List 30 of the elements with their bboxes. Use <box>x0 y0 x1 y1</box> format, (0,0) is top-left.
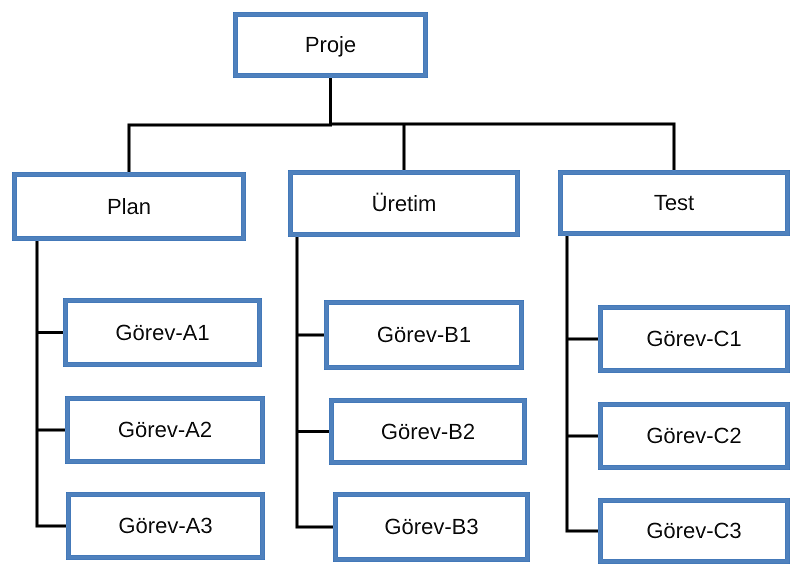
node-label: Proje <box>304 32 356 58</box>
node-box <box>66 492 265 560</box>
node-label: Üretim <box>372 190 436 216</box>
node-box <box>65 396 265 464</box>
connector-line <box>296 237 333 528</box>
node-label: Görev-A1 <box>115 320 210 346</box>
node-box <box>558 170 790 236</box>
node-box <box>12 172 246 241</box>
node-box <box>63 298 262 367</box>
node-box <box>288 170 520 237</box>
node-box <box>598 402 790 470</box>
node-label: Görev-C1 <box>646 326 742 352</box>
node-box <box>333 492 530 562</box>
node-box <box>598 305 790 373</box>
connector-line <box>329 78 676 170</box>
node-label: Görev-B3 <box>384 514 479 540</box>
connector-line <box>566 236 598 532</box>
node-label: Görev-B2 <box>380 418 476 444</box>
node-label: Görev-B1 <box>376 322 472 348</box>
node-label: Görev-A2 <box>118 417 212 443</box>
node-box <box>233 12 428 78</box>
node-label: Görev-C2 <box>646 423 742 449</box>
node-box <box>324 300 524 370</box>
node-label: Plan <box>106 194 152 220</box>
node-label: Görev-A3 <box>118 513 213 539</box>
connector-line <box>36 241 66 528</box>
node-box <box>329 398 527 465</box>
node-box <box>598 498 790 564</box>
node-label: Görev-C3 <box>646 518 742 544</box>
node-label: Test <box>654 190 694 216</box>
